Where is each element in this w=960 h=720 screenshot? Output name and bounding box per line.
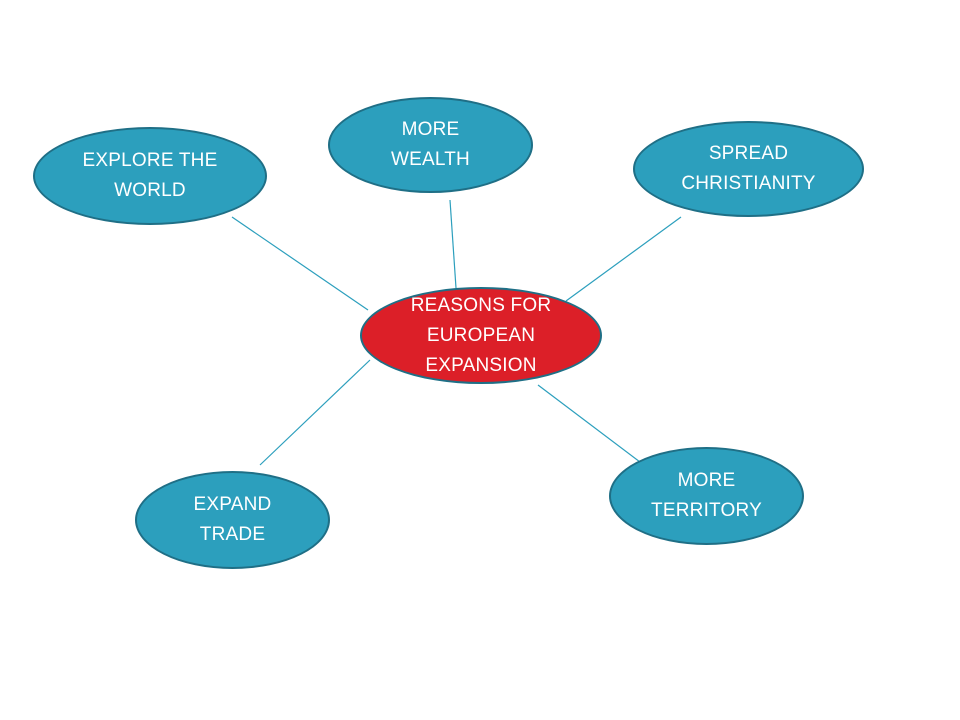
node-label-explore: EXPLORE THE WORLD: [82, 150, 218, 201]
node-label-spread: SPREAD CHRISTIANITY: [681, 143, 816, 194]
node-expand-trade: EXPAND TRADE: [135, 471, 330, 569]
connector-trade: [259, 359, 371, 466]
node-more-territory: MORE TERRITORY: [609, 447, 804, 545]
connector-spread: [565, 216, 682, 302]
node-more-wealth: MORE WEALTH: [328, 97, 533, 193]
center-node: REASONS FOR EUROPEAN EXPANSION: [360, 287, 602, 384]
node-label-wealth: MORE WEALTH: [391, 119, 470, 170]
connector-explore: [231, 216, 369, 311]
node-explore-the-world: EXPLORE THE WORLD: [33, 127, 267, 225]
node-label-trade: EXPAND TRADE: [193, 494, 272, 545]
center-node-label: REASONS FOR EUROPEAN EXPANSION: [410, 294, 552, 376]
connector-territory: [537, 384, 641, 463]
connector-wealth: [449, 199, 457, 289]
node-spread-christianity: SPREAD CHRISTIANITY: [633, 121, 864, 217]
node-label-territory: MORE TERRITORY: [651, 470, 762, 521]
